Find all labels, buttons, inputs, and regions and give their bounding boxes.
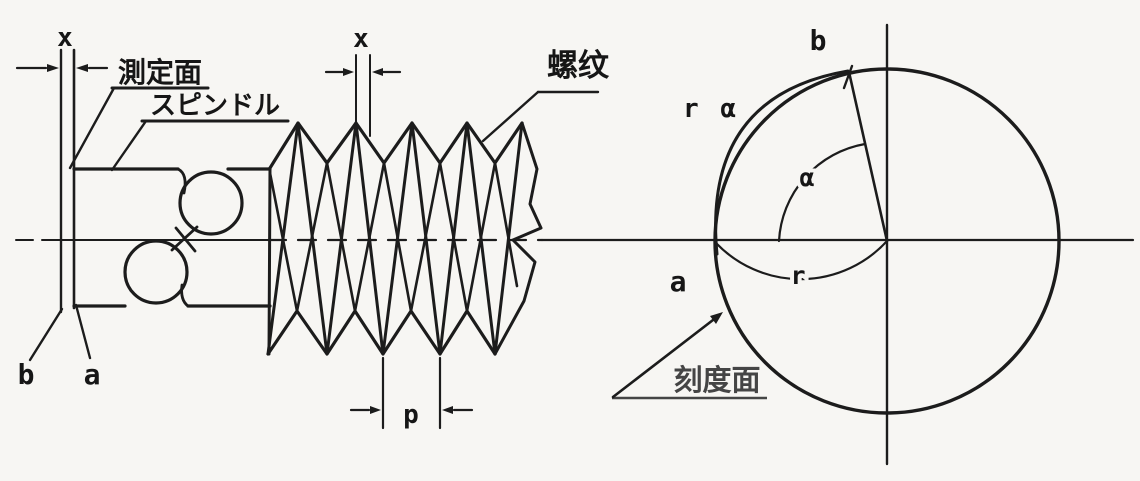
thread-top-profile bbox=[268, 121, 524, 170]
spindle-view bbox=[59, 48, 272, 314]
thread-root-line bbox=[268, 171, 299, 313]
contact-point-b-label: b bbox=[810, 24, 827, 57]
thread-root-line bbox=[325, 161, 357, 313]
spindle-callout: スピンドル bbox=[110, 91, 290, 172]
thread-root-line bbox=[465, 161, 497, 313]
measuring-face-callout: 測定面 bbox=[68, 56, 210, 170]
leader-line bbox=[110, 119, 148, 172]
spindle-label: スピンドル bbox=[150, 91, 280, 121]
face-point-b-label: b bbox=[18, 358, 35, 391]
arrowhead-left-icon bbox=[372, 68, 383, 76]
scale-face-view: b r α α a r bbox=[670, 23, 1061, 466]
face-point-labels: b a bbox=[18, 303, 101, 391]
tilted-face-arc bbox=[714, 69, 850, 256]
thread-callout: 螺纹 bbox=[481, 48, 610, 143]
face-gap-dimension: x bbox=[15, 23, 109, 72]
thread-root-line bbox=[409, 161, 442, 313]
thread-left-edge bbox=[267, 166, 272, 356]
scale-face-label: 刻度面 bbox=[673, 363, 760, 397]
ball-contact-line bbox=[174, 226, 197, 253]
tilted-radius-line bbox=[847, 70, 889, 243]
tilt-angle-label: α bbox=[799, 163, 814, 192]
face-point-a-label: a bbox=[84, 358, 101, 391]
thread-root-line bbox=[353, 161, 386, 313]
measuring-face-label: 測定面 bbox=[118, 56, 202, 89]
thread-root-line bbox=[438, 161, 469, 313]
thread-root-line bbox=[493, 161, 519, 288]
measuring-ball-lower bbox=[123, 239, 189, 305]
arrowhead-left-icon bbox=[76, 64, 88, 72]
screw-thread bbox=[266, 121, 543, 356]
arrowhead-left-icon bbox=[442, 406, 453, 414]
arrowhead-up-right-icon bbox=[710, 312, 723, 324]
leader-line bbox=[68, 86, 116, 170]
leader-line-b bbox=[28, 307, 64, 362]
thread-root-line bbox=[382, 161, 413, 313]
contact-point-a-label: a bbox=[670, 265, 687, 298]
radius-label: r bbox=[790, 261, 805, 290]
point-b-tick bbox=[842, 64, 854, 90]
thread-root-line bbox=[295, 161, 329, 313]
scale-face-callout: 刻度面 bbox=[611, 312, 767, 400]
arc-error-label: r α bbox=[683, 94, 739, 124]
face-gap-dimension-label: x bbox=[57, 23, 73, 53]
arrowhead-right-icon bbox=[370, 406, 381, 414]
edge-fillet bbox=[180, 283, 190, 308]
edge-fillet bbox=[176, 167, 187, 195]
thread-root-lines bbox=[268, 161, 519, 313]
crest-width-dimension: x bbox=[324, 24, 402, 137]
tilt-angle-arc bbox=[777, 142, 867, 243]
leader-line bbox=[611, 318, 715, 399]
leader-line bbox=[481, 90, 540, 143]
pitch-dimension-label: p bbox=[403, 400, 419, 430]
thread-flank-lines bbox=[266, 121, 524, 356]
thread-label: 螺纹 bbox=[547, 48, 610, 84]
crest-width-dimension-label: x bbox=[353, 24, 369, 54]
radius-dimension-arc bbox=[714, 239, 889, 281]
leader-line-a bbox=[74, 303, 92, 360]
arrowhead-right-icon bbox=[47, 64, 59, 72]
measuring-ball-upper bbox=[178, 170, 244, 236]
thread-broken-end bbox=[493, 121, 543, 356]
arrowhead-right-icon bbox=[343, 68, 354, 76]
pitch-dimension: p bbox=[349, 356, 474, 430]
